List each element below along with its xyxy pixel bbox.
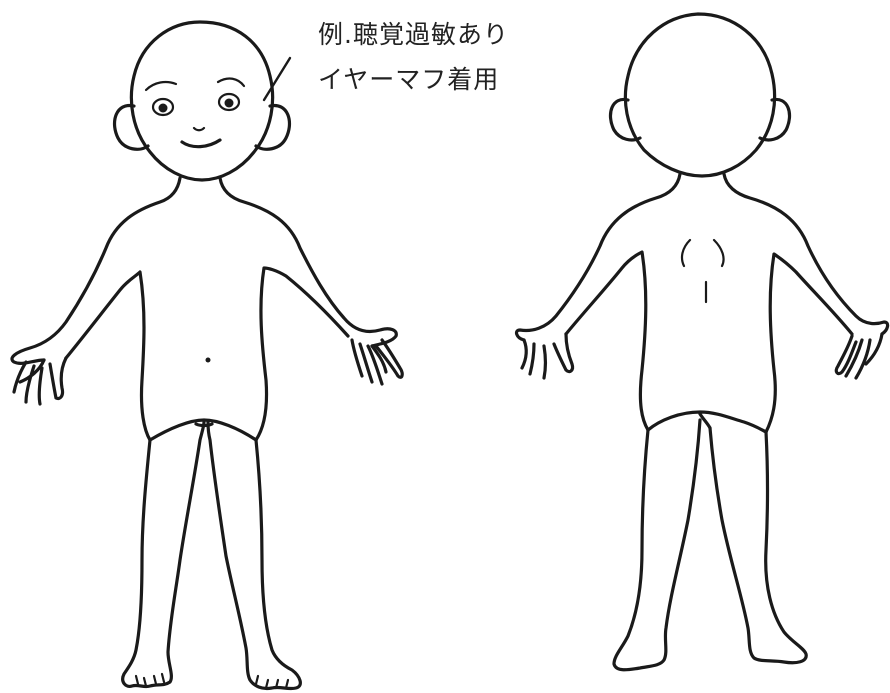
front-left-hand bbox=[12, 356, 68, 406]
back-right-hand bbox=[834, 332, 884, 380]
back-left-ear bbox=[608, 97, 642, 142]
front-right-leg bbox=[206, 420, 302, 691]
back-body-figure bbox=[514, 12, 890, 672]
back-buttocks bbox=[646, 410, 768, 434]
front-navel bbox=[205, 357, 211, 363]
front-body-outline bbox=[10, 176, 398, 365]
front-torso-right bbox=[254, 266, 350, 442]
back-left-leg bbox=[612, 418, 702, 672]
front-left-pupil bbox=[158, 103, 168, 113]
front-body-figure bbox=[10, 20, 404, 691]
back-torso-right bbox=[764, 252, 854, 434]
back-left-shoulder-blade bbox=[680, 238, 692, 268]
back-left-hand bbox=[520, 332, 575, 380]
front-nose bbox=[192, 126, 206, 132]
front-torso-left bbox=[64, 270, 152, 442]
back-head-outline bbox=[623, 12, 777, 178]
front-crotch bbox=[148, 418, 258, 442]
front-left-eye bbox=[151, 97, 175, 117]
annotation-example-label: 例.聴覚過敏あり bbox=[318, 20, 509, 49]
front-head-outline bbox=[129, 20, 275, 182]
annotation-leader-line bbox=[262, 56, 292, 102]
front-right-hand bbox=[350, 338, 404, 386]
back-right-shoulder-blade bbox=[712, 238, 725, 268]
front-left-toes bbox=[134, 672, 166, 688]
front-right-eye bbox=[217, 92, 241, 112]
front-right-toes bbox=[254, 674, 290, 690]
annotation-example-detail: イヤーマフ着用 bbox=[318, 65, 500, 94]
front-right-pupil bbox=[224, 98, 234, 108]
back-torso-left bbox=[564, 250, 650, 432]
back-body-outline bbox=[514, 172, 890, 342]
front-left-leg bbox=[121, 420, 206, 689]
front-right-ear bbox=[254, 103, 292, 151]
front-left-ear bbox=[112, 103, 150, 151]
front-right-eyebrow bbox=[216, 77, 246, 88]
front-left-eyebrow bbox=[144, 80, 178, 92]
front-mouth bbox=[180, 138, 222, 149]
back-right-ear bbox=[758, 97, 792, 142]
back-right-leg bbox=[708, 426, 808, 665]
